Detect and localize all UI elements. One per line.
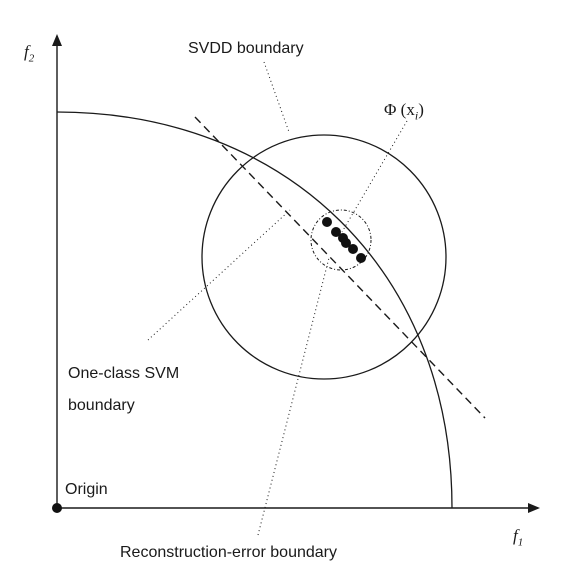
svdd-leader-line bbox=[263, 61, 290, 133]
svdd-boundary-circle bbox=[201, 134, 447, 380]
phi-neighborhood-circle bbox=[310, 209, 372, 271]
data-point bbox=[356, 253, 366, 263]
x-axis-label: f1 bbox=[513, 526, 524, 549]
origin-point bbox=[52, 503, 62, 513]
phi-xi-label: Φ (xi) bbox=[384, 100, 424, 123]
data-point bbox=[322, 217, 332, 227]
one-class-svm-label-line1: One-class SVM bbox=[68, 365, 180, 382]
y-axis-label: f2 bbox=[24, 42, 35, 65]
data-point bbox=[331, 227, 341, 237]
svdd-boundary-label: SVDD boundary bbox=[188, 40, 304, 57]
data-point bbox=[348, 244, 358, 254]
phi-leader-line bbox=[341, 120, 408, 233]
recon-leader-line bbox=[257, 257, 330, 536]
one-class-svm-boundary-arc bbox=[56, 111, 453, 509]
reconstruction-error-boundary-line bbox=[194, 116, 486, 419]
one-class-svm-label-line2: boundary bbox=[68, 397, 135, 414]
origin-label: Origin bbox=[65, 481, 108, 498]
ocsvm-leader-line bbox=[147, 209, 291, 341]
reconstruction-error-boundary-label: Reconstruction-error boundary bbox=[120, 544, 337, 561]
data-point bbox=[341, 238, 351, 248]
